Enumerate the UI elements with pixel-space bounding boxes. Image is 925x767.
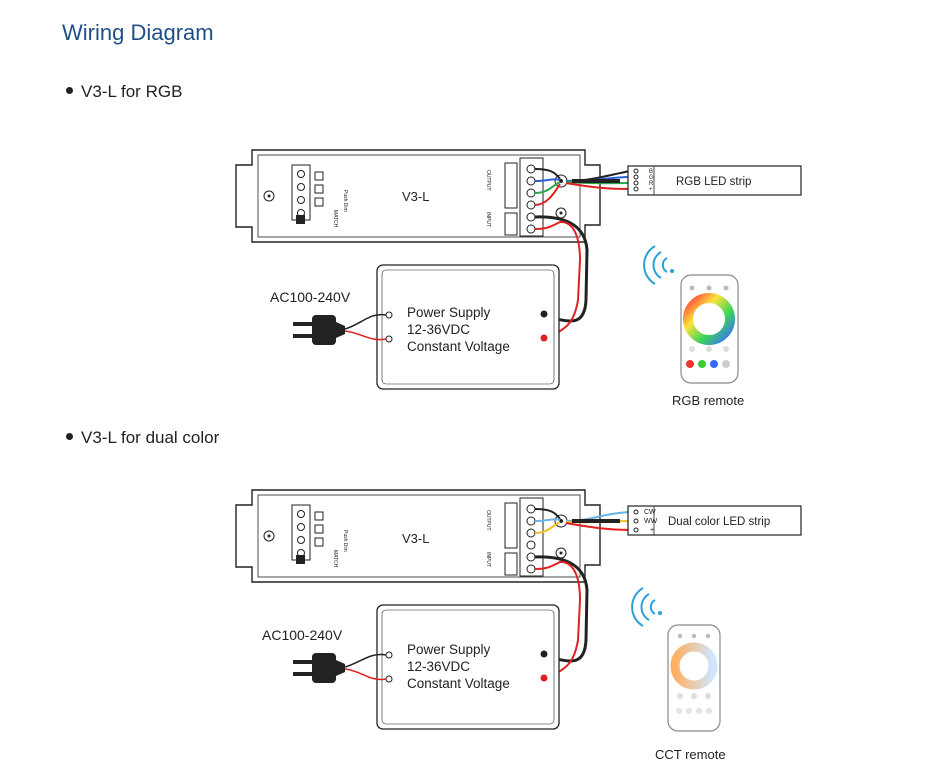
output-text: OUTPUT: [485, 510, 491, 531]
match-text: MATCH: [332, 210, 338, 228]
ac-input-label: AC100-240V: [270, 289, 351, 305]
push-dim-text: Push Dim: [342, 190, 348, 212]
mount-hole-icon: [263, 530, 275, 542]
power-supply-dual: [376, 604, 560, 730]
bullet-icon: [66, 433, 73, 441]
mount-hole-icon: [263, 190, 275, 202]
strip-terminal: CW: [644, 509, 656, 516]
remote-label: RGB remote: [672, 393, 745, 408]
strip-terminal: R: [649, 181, 654, 187]
section-heading-rgb: V3-L for RGB: [66, 82, 182, 102]
controller-dual: Push Dim MATCH V3-L OUTPUT INPUT: [235, 489, 601, 583]
cct-remote-icon: [667, 624, 721, 732]
output-text: OUTPUT: [485, 170, 491, 191]
psu-line: Power Supply: [407, 642, 491, 657]
dual-color-led-strip: CW WW + Dual color LED strip: [627, 505, 802, 536]
power-supply-text-dual: Power Supply 12-36VDC Constant Voltage: [407, 641, 510, 692]
controller-label: V3-L: [402, 189, 429, 204]
power-supply-rgb: [376, 264, 560, 390]
strip-terminal: B: [649, 169, 653, 175]
section-heading-dual: V3-L for dual color: [66, 428, 219, 448]
match-button-icon: [296, 215, 305, 224]
psu-line: 12-36VDC: [407, 659, 471, 674]
strip-label: RGB LED strip: [676, 176, 751, 188]
section-heading-text: V3-L for dual color: [81, 428, 220, 447]
section-heading-text: V3-L for RGB: [81, 82, 183, 101]
controller-rgb: Push Dim MATCH V3-L OUTPUT INPUT: [235, 149, 601, 243]
ac-input-label: AC100-240V: [262, 627, 343, 643]
bullet-icon: [66, 87, 73, 95]
push-dim-text: Push Dim: [342, 530, 348, 552]
input-text: INPUT: [485, 212, 491, 227]
wireless-signal-icon: [631, 587, 662, 627]
rgb-remote-icon: [680, 274, 739, 384]
strip-label: Dual color LED strip: [668, 516, 770, 528]
strip-terminal: +: [650, 527, 654, 534]
strip-terminal: +: [649, 187, 653, 193]
strip-terminal: G: [649, 175, 654, 181]
psu-line: Power Supply: [407, 305, 491, 320]
input-text: INPUT: [485, 552, 491, 567]
controller-label: V3-L: [402, 531, 429, 546]
page-title: Wiring Diagram: [62, 20, 214, 45]
wireless-signal-icon: [643, 245, 674, 285]
rgb-led-strip: B G R + RGB LED strip: [627, 165, 802, 196]
power-plug-icon: [293, 315, 345, 345]
power-plug-icon: [293, 653, 345, 683]
match-text: MATCH: [332, 550, 338, 568]
psu-line: Constant Voltage: [407, 339, 510, 354]
remote-label: CCT remote: [655, 747, 726, 762]
psu-line: Constant Voltage: [407, 676, 510, 691]
match-button-icon: [296, 555, 305, 564]
power-supply-text-rgb: Power Supply 12-36VDC Constant Voltage: [407, 304, 510, 355]
psu-line: 12-36VDC: [407, 322, 471, 337]
strip-terminal: WW: [644, 518, 658, 525]
